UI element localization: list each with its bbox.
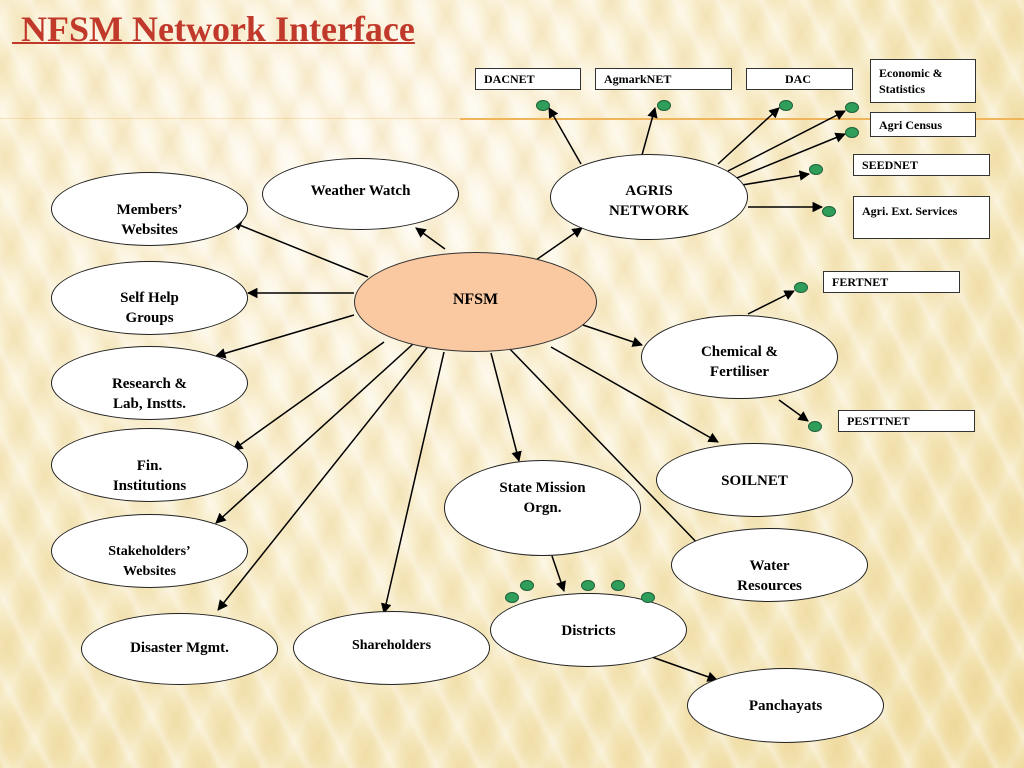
arrow-nfsm-agris [535,227,583,261]
arrow-nfsm-water [506,345,704,550]
arrow-agris-dacnet [548,107,582,165]
soilnet-node[interactable]: SOILNET [656,443,853,517]
arrow-nfsm-shareholders [381,351,445,615]
districts-connector-dot-4 [611,580,625,591]
districts-label: Districts [561,623,616,639]
pesttnet-box[interactable]: PESTTNET [838,410,975,432]
arrow-nfsm-chemical [582,324,643,347]
decorative-rule [460,118,1024,120]
economic-connector-dot [845,102,859,113]
agri-ext-services-box[interactable]: Agri. Ext. Services [853,196,990,239]
shareholders-node[interactable]: Shareholders [293,611,490,685]
agri-census-box[interactable]: Agri Census [870,112,976,137]
chemical-fertiliser-label: Chemical & Fertiliser [700,344,779,380]
arrow-agris-dac [717,107,780,165]
water-resources-node[interactable]: Water Resources [671,528,868,602]
soilnet-label: SOILNET [721,473,788,489]
dac-box[interactable]: DAC [746,68,853,90]
arrow-agris-economic [727,110,846,172]
agri-ext-connector-dot [822,206,836,217]
panchayats-node[interactable]: Panchayats [687,668,884,743]
page-title: NFSM Network Interface [12,9,415,49]
disaster-mgmt-label: Disaster Mgmt. [130,640,229,656]
arrow-nfsm-state [490,352,522,463]
members-websites-node[interactable]: Members’ Websites [51,172,248,246]
weather-watch-label: Weather Watch [310,183,411,199]
research-lab-label: Research & Lab, Instts. [111,376,188,412]
fin-institutions-label: Fin. Institutions [112,458,187,494]
nfsm-center-node[interactable]: NFSM [354,252,597,352]
seednet-box[interactable]: SEEDNET [853,154,990,176]
districts-connector-dot-1 [505,592,519,603]
arrow-nfsm-soilnet [550,346,719,443]
districts-connector-dot-3 [581,580,595,591]
dacnet-connector-dot [536,100,550,111]
water-resources-label: Water Resources [737,558,802,594]
economic-statistics-box[interactable]: Economic & Statistics [870,59,976,103]
arrow-nfsm-fin [232,341,385,451]
panchayats-label: Panchayats [748,698,823,714]
arrow-chemical-pesttnet [778,399,809,422]
agmarknet-connector-dot [657,100,671,111]
fertnet-box[interactable]: FERTNET [823,271,960,293]
members-websites-label: Members’ Websites [116,202,183,238]
arrow-state-districts [551,555,566,592]
agri-census-connector-dot [845,127,859,138]
fertnet-connector-dot [794,282,808,293]
arrow-nfsm-disaster [217,343,431,611]
shareholders-label: Shareholders [351,638,432,653]
state-mission-node[interactable]: State Mission Orgn. [444,460,641,556]
self-help-groups-label: Self Help Groups [120,290,179,326]
fin-institutions-node[interactable]: Fin. Institutions [51,428,248,502]
arrow-districts-panchayats [651,656,718,682]
arrow-chemical-fertnet [747,290,795,315]
stakeholders-websites-label: Stakeholders’ Websites [108,544,191,579]
weather-watch-node[interactable]: Weather Watch [262,158,459,230]
pesttnet-connector-dot [808,421,822,432]
stakeholders-websites-node[interactable]: Stakeholders’ Websites [51,514,248,588]
decorative-rule-left [0,118,460,119]
arrow-agris-agricensus [731,132,846,181]
nfsm-label: NFSM [452,291,499,308]
agris-network-node[interactable]: AGRIS NETWORK [550,154,748,240]
agmarknet-box[interactable]: AgmarkNET [595,68,732,90]
disaster-mgmt-node[interactable]: Disaster Mgmt. [81,613,278,685]
districts-connector-dot-5 [641,592,655,603]
dacnet-box[interactable]: DACNET [475,68,581,90]
districts-node[interactable]: Districts [490,593,687,667]
arrow-agris-agmarknet [641,106,658,156]
state-mission-label: State Mission Orgn. [499,480,586,516]
arrow-nfsm-stakeholders [215,343,414,524]
seednet-connector-dot [809,164,823,175]
arrow-agris-seednet [735,170,811,187]
arrow-nfsm-weather [415,227,446,250]
arrow-nfsm-research [214,314,355,359]
agris-network-label: AGRIS NETWORK [608,183,689,219]
arrow-nfsm-members [231,220,369,278]
chemical-fertiliser-node[interactable]: Chemical & Fertiliser [641,315,838,399]
districts-connector-dot-2 [520,580,534,591]
research-lab-node[interactable]: Research & Lab, Instts. [51,346,248,420]
self-help-groups-node[interactable]: Self Help Groups [51,261,248,335]
dac-connector-dot [779,100,793,111]
